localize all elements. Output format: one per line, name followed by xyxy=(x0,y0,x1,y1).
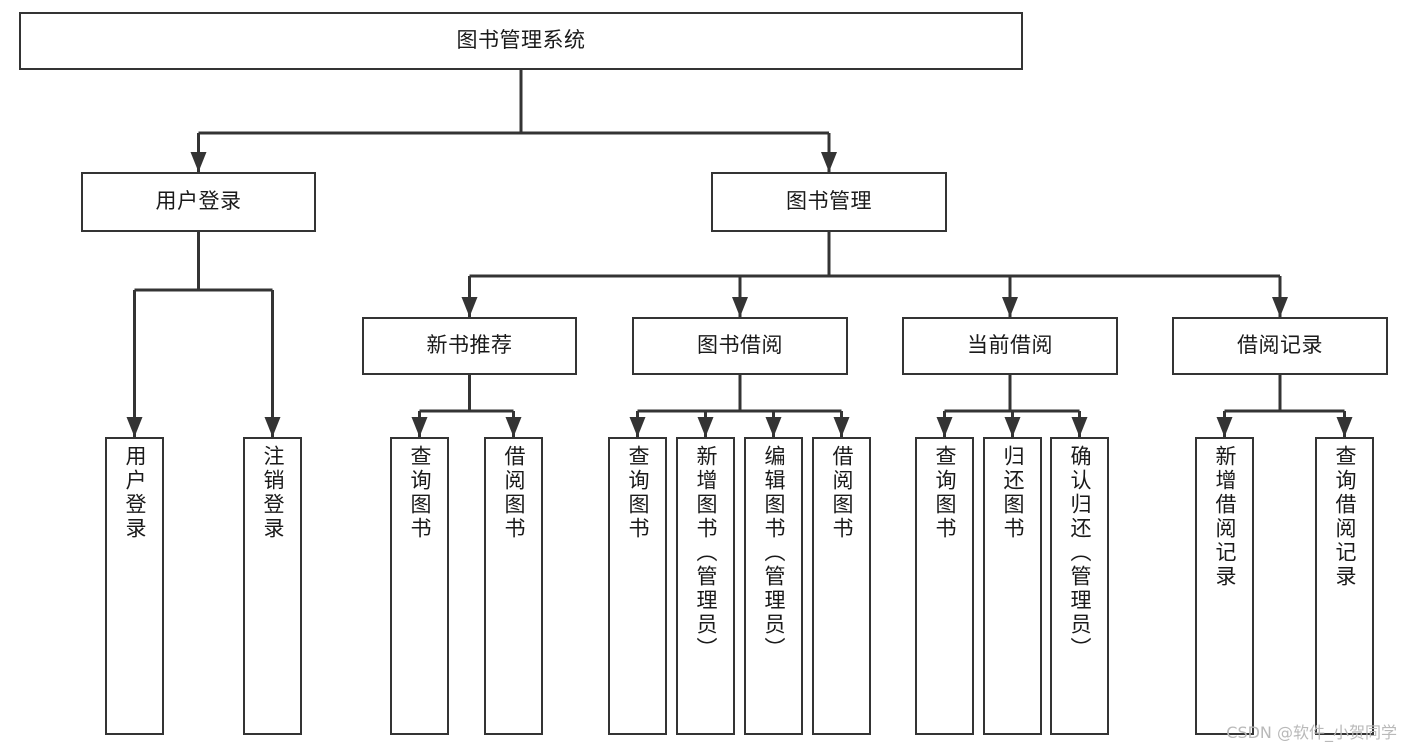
node-label: 借阅图书 xyxy=(502,445,526,541)
node-leaf-edit-book[interactable]: 编辑图书（管理员） xyxy=(744,437,803,735)
node-login[interactable]: 用户登录 xyxy=(81,172,316,232)
edge-arrowhead xyxy=(461,297,478,317)
node-leaf-add-record[interactable]: 新增借阅记录 xyxy=(1195,437,1254,735)
node-leaf-confirm[interactable]: 确认归还（管理员） xyxy=(1050,437,1109,735)
node-root[interactable]: 图书管理系统 xyxy=(19,12,1023,70)
edge-arrowhead xyxy=(1002,297,1018,317)
edge-arrowhead xyxy=(264,417,281,437)
node-label: 查询图书 xyxy=(933,445,957,541)
edge-arrowhead xyxy=(411,417,428,437)
edge-arrowhead xyxy=(936,417,953,437)
node-leaf-add-book[interactable]: 新增图书（管理员） xyxy=(676,437,735,735)
node-label: 查询借阅记录 xyxy=(1333,445,1357,589)
edge-arrowhead xyxy=(629,417,646,437)
edge-arrowhead xyxy=(1071,417,1088,437)
node-leaf-query-new[interactable]: 查询图书 xyxy=(390,437,449,735)
node-label: 图书管理系统 xyxy=(456,28,586,53)
edge-arrowhead xyxy=(732,297,748,317)
node-label: 归还图书 xyxy=(1001,445,1025,541)
node-leaf-query-cur[interactable]: 查询图书 xyxy=(915,437,974,735)
node-label: 查询图书 xyxy=(626,445,650,541)
node-label: 注销登录 xyxy=(261,445,285,541)
node-leaf-return[interactable]: 归还图书 xyxy=(983,437,1042,735)
node-label: 图书管理 xyxy=(786,189,872,214)
edge-arrowhead xyxy=(1336,417,1353,437)
edge-arrowhead xyxy=(505,417,522,437)
edge-arrowhead xyxy=(765,417,782,437)
node-label: 当前借阅 xyxy=(967,333,1053,358)
node-leaf-query-book[interactable]: 查询图书 xyxy=(608,437,667,735)
edge-arrowhead xyxy=(1004,417,1021,437)
node-label: 新书推荐 xyxy=(426,333,513,358)
node-label: 用户登录 xyxy=(155,189,242,214)
node-leaf-borrow-book[interactable]: 借阅图书 xyxy=(812,437,871,735)
edge-arrowhead xyxy=(833,417,850,437)
node-label: 编辑图书（管理员） xyxy=(762,445,786,661)
edge-arrowhead xyxy=(126,417,143,437)
node-newbook[interactable]: 新书推荐 xyxy=(362,317,577,375)
watermark-label: CSDN @软件_小贺同学 xyxy=(1226,723,1397,742)
node-label: 图书借阅 xyxy=(697,333,783,358)
node-label: 借阅记录 xyxy=(1237,333,1323,358)
node-bookmgmt[interactable]: 图书管理 xyxy=(711,172,947,232)
edge-arrowhead xyxy=(1216,417,1233,437)
node-current[interactable]: 当前借阅 xyxy=(902,317,1118,375)
node-leaf-query-record[interactable]: 查询借阅记录 xyxy=(1315,437,1374,735)
node-records[interactable]: 借阅记录 xyxy=(1172,317,1388,375)
node-label: 借阅图书 xyxy=(830,445,854,541)
edge-arrowhead xyxy=(190,152,207,172)
node-label: 确认归还（管理员） xyxy=(1068,445,1092,661)
node-borrow[interactable]: 图书借阅 xyxy=(632,317,848,375)
edge-arrowhead xyxy=(821,152,837,172)
node-label: 用户登录 xyxy=(123,445,147,541)
node-label: 新增借阅记录 xyxy=(1213,445,1237,589)
edge-arrowhead xyxy=(697,417,714,437)
node-leaf-borrow-new[interactable]: 借阅图书 xyxy=(484,437,543,735)
node-label: 新增图书（管理员） xyxy=(694,445,718,661)
node-leaf-login[interactable]: 用户登录 xyxy=(105,437,164,735)
node-label: 查询图书 xyxy=(408,445,432,541)
edge-arrowhead xyxy=(1272,297,1288,317)
node-leaf-logout[interactable]: 注销登录 xyxy=(243,437,302,735)
